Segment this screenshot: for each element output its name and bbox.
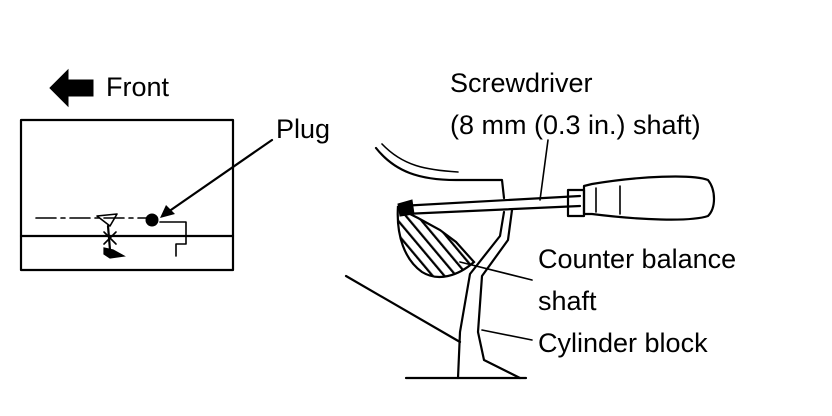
counter-balance-leader bbox=[459, 261, 533, 281]
screwdriver-handle bbox=[582, 175, 716, 221]
screwdriver-tip bbox=[397, 199, 415, 217]
screwdriver-callout: Screwdriver (8 mm (0.3 in.) shaft) bbox=[450, 68, 701, 201]
block-wall-outer bbox=[456, 210, 506, 380]
counter-balance-callout: Counter balance shaft bbox=[459, 244, 736, 316]
bracket-symbol bbox=[96, 213, 126, 259]
plug-leader bbox=[166, 138, 274, 214]
screwdriver-label-line1: Screwdriver bbox=[450, 68, 593, 98]
screwdriver-leader bbox=[539, 139, 549, 201]
left-arrow-icon bbox=[49, 68, 94, 108]
cylinder-block-callout: Cylinder block bbox=[481, 328, 708, 358]
front-label: Front bbox=[106, 72, 170, 102]
counter-balance-shaft bbox=[396, 205, 476, 279]
block-lower-edge bbox=[344, 274, 462, 344]
screwdriver-label-line2: (8 mm (0.3 in.) shaft) bbox=[450, 110, 701, 140]
block-upper-wall bbox=[374, 146, 506, 200]
front-indicator: Front bbox=[49, 68, 170, 108]
cylinder-block-leader bbox=[481, 329, 533, 341]
screwdriver-shaft bbox=[398, 194, 582, 216]
plug-icon bbox=[145, 213, 159, 227]
screwdriver-ferrule bbox=[566, 188, 586, 218]
counter-balance-label-line2: shaft bbox=[538, 286, 597, 316]
screwdriver bbox=[397, 175, 716, 221]
counter-balance-label-line1: Counter balance bbox=[538, 244, 736, 274]
plug-leader-arrowhead bbox=[160, 205, 175, 218]
block-upper-wall-inner bbox=[381, 143, 459, 173]
engine-block-top-view bbox=[19, 118, 235, 272]
block-wall-inner bbox=[476, 208, 522, 380]
step-feature bbox=[159, 221, 187, 257]
plug-label: Plug bbox=[276, 114, 330, 144]
counter-balance-shaft-section bbox=[396, 205, 476, 279]
block-outline bbox=[19, 118, 235, 272]
cylinder-block-label: Cylinder block bbox=[538, 328, 708, 358]
plug-callout: Plug bbox=[160, 114, 330, 218]
cylinder-block-section bbox=[344, 143, 528, 380]
screwdriver-handle-grip bbox=[595, 185, 621, 215]
